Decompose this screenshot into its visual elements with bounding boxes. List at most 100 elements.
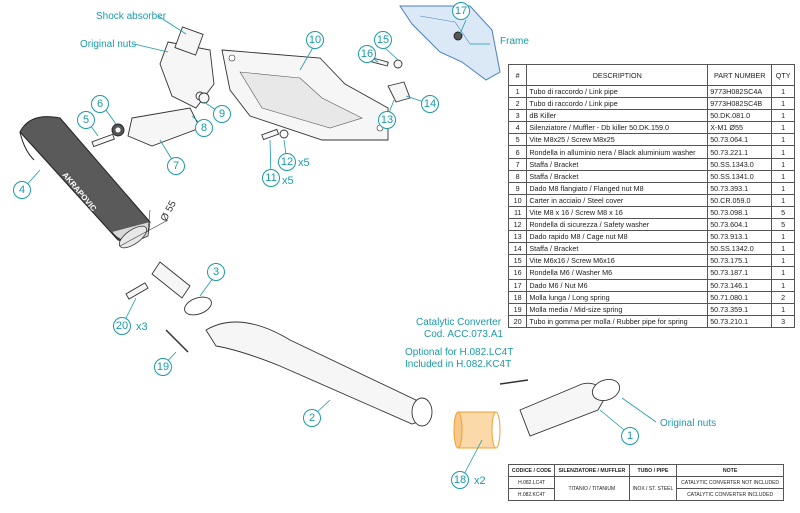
catalytic-included-note: Included in H.082.KC4T [405,359,511,370]
row-index-cell: 1 [507,84,528,99]
part-number-15: 15 [377,34,389,46]
col-header-part-number: PART NUMBER [707,64,773,86]
row-description-cell: Carter in acciaio / Steel cover [526,193,709,207]
row-index-cell: 13 [507,230,528,244]
row-part-number-cell: 50.SS.1342.0 [707,242,773,256]
code-cell: H.082.KC4T [507,488,556,501]
row-part-number-cell: 50.73.146.1 [707,278,773,292]
row-qty-cell: 1 [771,169,795,183]
frame-plate [399,5,501,81]
hardware-parts [91,31,463,148]
part-number-6: 6 [97,98,103,110]
row-part-number-cell: 50.73.187.1 [707,266,773,280]
col-header-index: # [507,64,528,86]
code-col-header-muffler: SILENZIATORE / MUFFLER [554,464,630,477]
row-part-number-cell: 50.73.393.1 [707,181,773,195]
row-description-cell: Rondella in alluminio nera / Black alumi… [526,145,709,159]
qty-18: x2 [474,475,486,487]
qty-20: x3 [136,321,148,333]
row-index-cell: 9 [507,181,528,195]
row-index-cell: 18 [507,290,528,304]
qty-12: x5 [298,157,310,169]
bracket-parts [127,26,215,147]
row-index-cell: 20 [507,314,528,328]
catalytic-optional-note: Optional for H.082.LC4T [405,347,513,358]
row-qty-cell: 5 [771,205,795,220]
frame-label: Frame [500,36,529,47]
row-index-cell: 6 [507,145,528,159]
row-index-cell: 12 [507,218,528,232]
row-part-number-cell: 9773H082SC4A [707,84,773,99]
row-description-cell: Dado rapido M8 / Cage nut M8 [526,230,709,244]
row-part-number-cell: 50.SS.1341.0 [707,169,773,183]
original-nuts-top-label: Original nuts [80,39,136,50]
link-pipe-2-part [165,321,433,427]
muffler-material-cell: TITANIO / TITANIUM [554,476,630,501]
row-part-number-cell: 50.73.210.1 [707,314,773,328]
row-part-number-cell: X-M1 Ø55 [707,121,773,135]
row-description-cell: Molla media / Mid-size spring [526,302,709,316]
part-number-16: 16 [361,48,373,60]
part-number-8: 8 [201,122,207,134]
row-index-cell: 15 [507,254,528,268]
row-qty-cell: 1 [771,302,795,316]
catalytic-converter-name: Catalytic Converter [416,317,502,328]
row-qty-cell: 1 [771,133,795,147]
row-description-cell: Rondella M6 / Washer M6 [526,266,709,280]
row-description-cell: Molla lunga / Long spring [526,290,709,304]
part-number-11: 11 [265,172,276,184]
note-cell: CATALYTIC CONVERTER NOT INCLUDED [676,476,784,489]
diameter-label: Ø 55 [159,199,179,224]
row-qty-cell: 1 [771,109,795,123]
row-index-cell: 14 [507,242,528,256]
row-description-cell: Staffa / Bracket [526,157,709,171]
row-qty-cell: 1 [771,230,795,244]
row-qty-cell: 2 [771,290,795,304]
row-qty-cell: 5 [771,218,795,232]
part-number-10: 10 [309,34,321,46]
row-part-number-cell: 50.71.080.1 [707,290,773,304]
part-number-2: 2 [309,412,315,424]
code-table-row: H.082.KC4T CATALYTIC CONVERTER INCLUDED [507,488,784,501]
row-qty-cell: 1 [771,145,795,159]
row-index-cell: 17 [507,278,528,292]
row-qty-cell: 1 [771,97,795,111]
row-description-cell: Vite M8x25 / Screw M8x25 [526,133,709,147]
code-table: CODICE / CODE SILENZIATORE / MUFFLER TUB… [507,464,784,501]
row-description-cell: Silenziatore / Muffler - Db killer 50.DK… [526,121,709,135]
row-index-cell: 7 [507,157,528,171]
part-number-20: 20 [116,320,128,332]
row-index-cell: 16 [507,266,528,280]
part-number-18: 18 [454,474,466,486]
part-number-1: 1 [627,430,633,442]
row-description-cell: Staffa / Bracket [526,242,709,256]
row-qty-cell: 1 [771,181,795,195]
row-description-cell: Vite M6x16 / Screw M6x16 [526,254,709,268]
part-number-3: 3 [213,266,219,278]
row-index-cell: 19 [507,302,528,316]
row-index-cell: 8 [507,169,528,183]
row-part-number-cell: 50.73.064.1 [707,133,773,147]
original-nuts-bottom-label: Original nuts [660,418,716,429]
part-number-17: 17 [455,5,467,17]
code-table-header: CODICE / CODE SILENZIATORE / MUFFLER TUB… [507,464,784,477]
link-pipe-1-part [499,379,621,437]
row-part-number-cell: 50.CR.059.0 [707,193,773,207]
note-cell: CATALYTIC CONVERTER INCLUDED [676,488,784,501]
row-qty-cell: 3 [771,314,795,328]
row-part-number-cell: 50.73.098.1 [707,205,773,220]
